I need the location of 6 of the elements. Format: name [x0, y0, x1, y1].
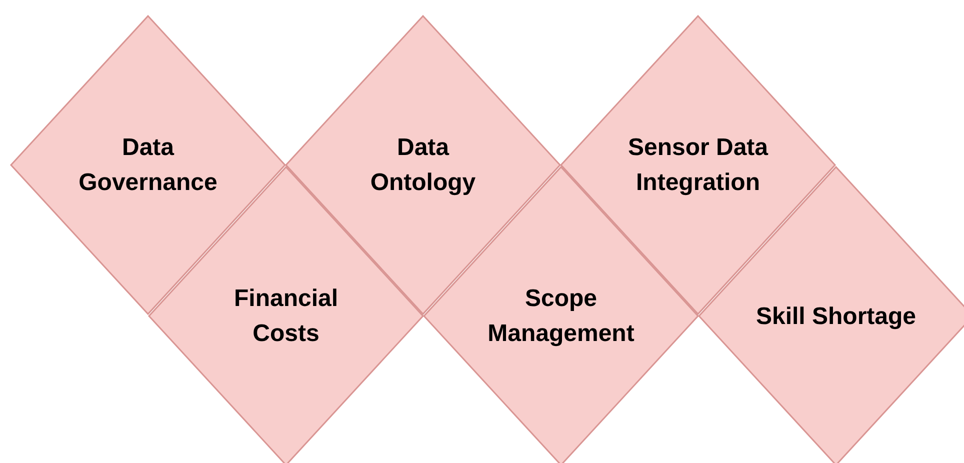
node-label: Financial Costs: [232, 284, 340, 349]
node-label: Sensor Data Integration: [626, 133, 770, 198]
node-label: Data Ontology: [369, 133, 477, 198]
node-label: Scope Management: [486, 284, 636, 349]
node-label: Skill Shortage: [754, 302, 918, 332]
node-label: Data Governance: [78, 133, 218, 198]
